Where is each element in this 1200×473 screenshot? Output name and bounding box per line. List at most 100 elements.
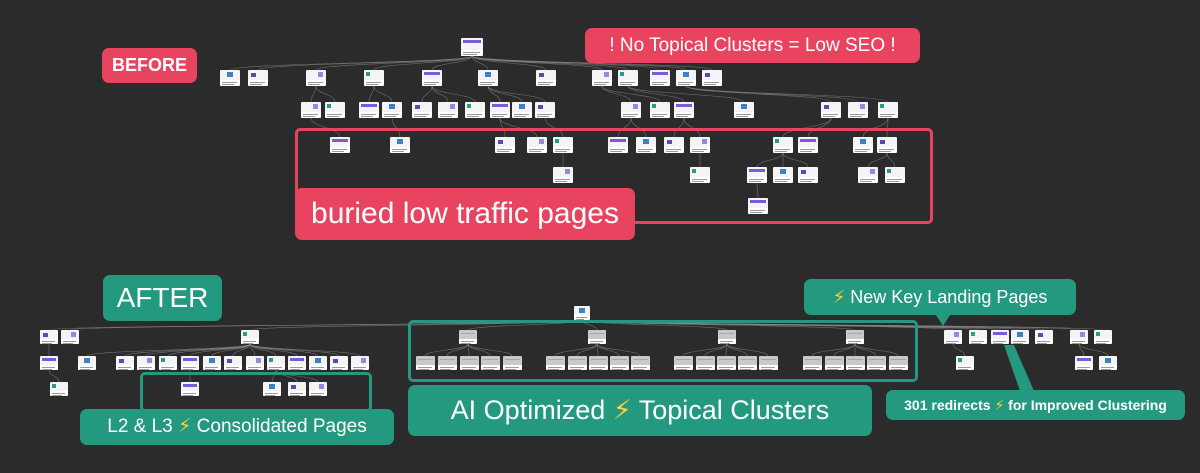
connector-line xyxy=(315,85,336,103)
clusters-suffix: Topical Clusters xyxy=(638,395,830,425)
page-thumbnail xyxy=(845,356,865,370)
connector-line xyxy=(310,117,341,138)
connector-line xyxy=(249,343,361,357)
page-thumbnail xyxy=(61,330,79,344)
connector-line xyxy=(617,117,632,138)
page-thumbnail xyxy=(650,70,670,86)
page-thumbnail xyxy=(40,356,58,370)
page-thumbnail xyxy=(288,382,306,396)
new-key-landing-pages-label: ⚡ New Key Landing Pages xyxy=(804,279,1076,315)
page-thumbnail xyxy=(718,330,736,344)
page-thumbnail xyxy=(495,137,515,153)
page-thumbnail xyxy=(846,330,864,344)
page-thumbnail xyxy=(664,137,684,153)
before-label: BEFORE xyxy=(102,48,197,83)
page-thumbnail xyxy=(359,102,379,118)
page-thumbnail xyxy=(159,356,177,370)
page-thumbnail xyxy=(535,102,555,118)
page-thumbnail xyxy=(1035,330,1053,344)
connector-line xyxy=(554,343,598,357)
page-thumbnail xyxy=(248,70,268,86)
page-thumbnail xyxy=(330,356,348,370)
page-thumbnail xyxy=(437,356,457,370)
connector-line xyxy=(48,369,60,383)
connector-line xyxy=(487,85,546,103)
page-thumbnail xyxy=(412,102,432,118)
connector-line xyxy=(211,343,251,357)
clusters-prefix: AI Optimized xyxy=(450,395,606,425)
page-thumbnail xyxy=(512,102,532,118)
page-thumbnail xyxy=(567,356,587,370)
page-thumbnail xyxy=(364,70,384,86)
301-redirects-label: 301 redirects ⚡ for Improved Clustering xyxy=(886,390,1185,420)
page-thumbnail xyxy=(220,70,240,86)
page-thumbnail xyxy=(630,356,650,370)
page-thumbnail xyxy=(824,356,844,370)
connector-line xyxy=(257,55,473,71)
page-thumbnail xyxy=(553,137,573,153)
page-thumbnail xyxy=(325,102,345,118)
page-thumbnail xyxy=(676,70,696,86)
page-thumbnail xyxy=(798,167,818,183)
page-thumbnail xyxy=(116,356,134,370)
page-thumbnail xyxy=(309,356,327,370)
page-thumbnail xyxy=(309,382,327,396)
connector-line xyxy=(368,85,375,103)
connector-line xyxy=(811,343,856,357)
connector-line xyxy=(685,85,859,103)
connector-line xyxy=(310,85,317,103)
page-thumbnail xyxy=(858,167,878,183)
page-thumbnail xyxy=(288,356,306,370)
redirects-suffix: for Improved Clustering xyxy=(1008,397,1167,413)
page-thumbnail xyxy=(674,102,694,118)
page-thumbnail xyxy=(330,137,350,153)
redirects-pointer xyxy=(1004,345,1034,391)
page-thumbnail xyxy=(1011,330,1029,344)
page-thumbnail xyxy=(306,70,326,86)
page-thumbnail xyxy=(944,330,962,344)
connector-line xyxy=(431,85,449,103)
page-thumbnail xyxy=(351,356,369,370)
page-thumbnail xyxy=(702,70,722,86)
page-thumbnail xyxy=(773,167,793,183)
connector-line xyxy=(431,85,476,103)
connector-line xyxy=(373,85,393,103)
page-thumbnail xyxy=(673,356,693,370)
page-thumbnail xyxy=(267,356,285,370)
page-thumbnail xyxy=(885,167,905,183)
connector-line xyxy=(952,343,966,357)
connector-line xyxy=(249,343,256,357)
connector-line xyxy=(471,55,547,71)
redirects-prefix: 301 redirects xyxy=(904,397,991,413)
page-thumbnail xyxy=(969,330,987,344)
connector-line xyxy=(854,343,899,357)
page-thumbnail xyxy=(50,382,68,396)
connector-line xyxy=(544,117,564,138)
page-thumbnail xyxy=(608,137,628,153)
connector-line xyxy=(601,85,632,103)
connector-line xyxy=(499,117,538,138)
page-thumbnail xyxy=(536,70,556,86)
connector-line xyxy=(271,369,277,383)
page-thumbnail xyxy=(527,137,547,153)
page-thumbnail xyxy=(553,167,573,183)
connector-line xyxy=(685,85,889,103)
connector-line xyxy=(315,55,473,71)
page-thumbnail xyxy=(877,137,897,153)
page-thumbnail xyxy=(747,167,767,183)
connector-line xyxy=(756,152,784,168)
connector-line xyxy=(886,117,889,138)
connector-line xyxy=(446,343,469,357)
page-thumbnail xyxy=(621,102,641,118)
page-thumbnail xyxy=(798,137,818,153)
page-thumbnail xyxy=(181,382,199,396)
after-label: AFTER xyxy=(103,275,222,321)
connector-line xyxy=(862,117,889,138)
connector-line xyxy=(683,117,701,138)
page-thumbnail xyxy=(956,356,974,370)
page-thumbnail xyxy=(478,70,498,86)
connector-line xyxy=(373,55,473,71)
page-thumbnail xyxy=(137,356,155,370)
page-thumbnail xyxy=(459,330,477,344)
lightning-bolt-icon: ⚡ xyxy=(832,287,846,307)
